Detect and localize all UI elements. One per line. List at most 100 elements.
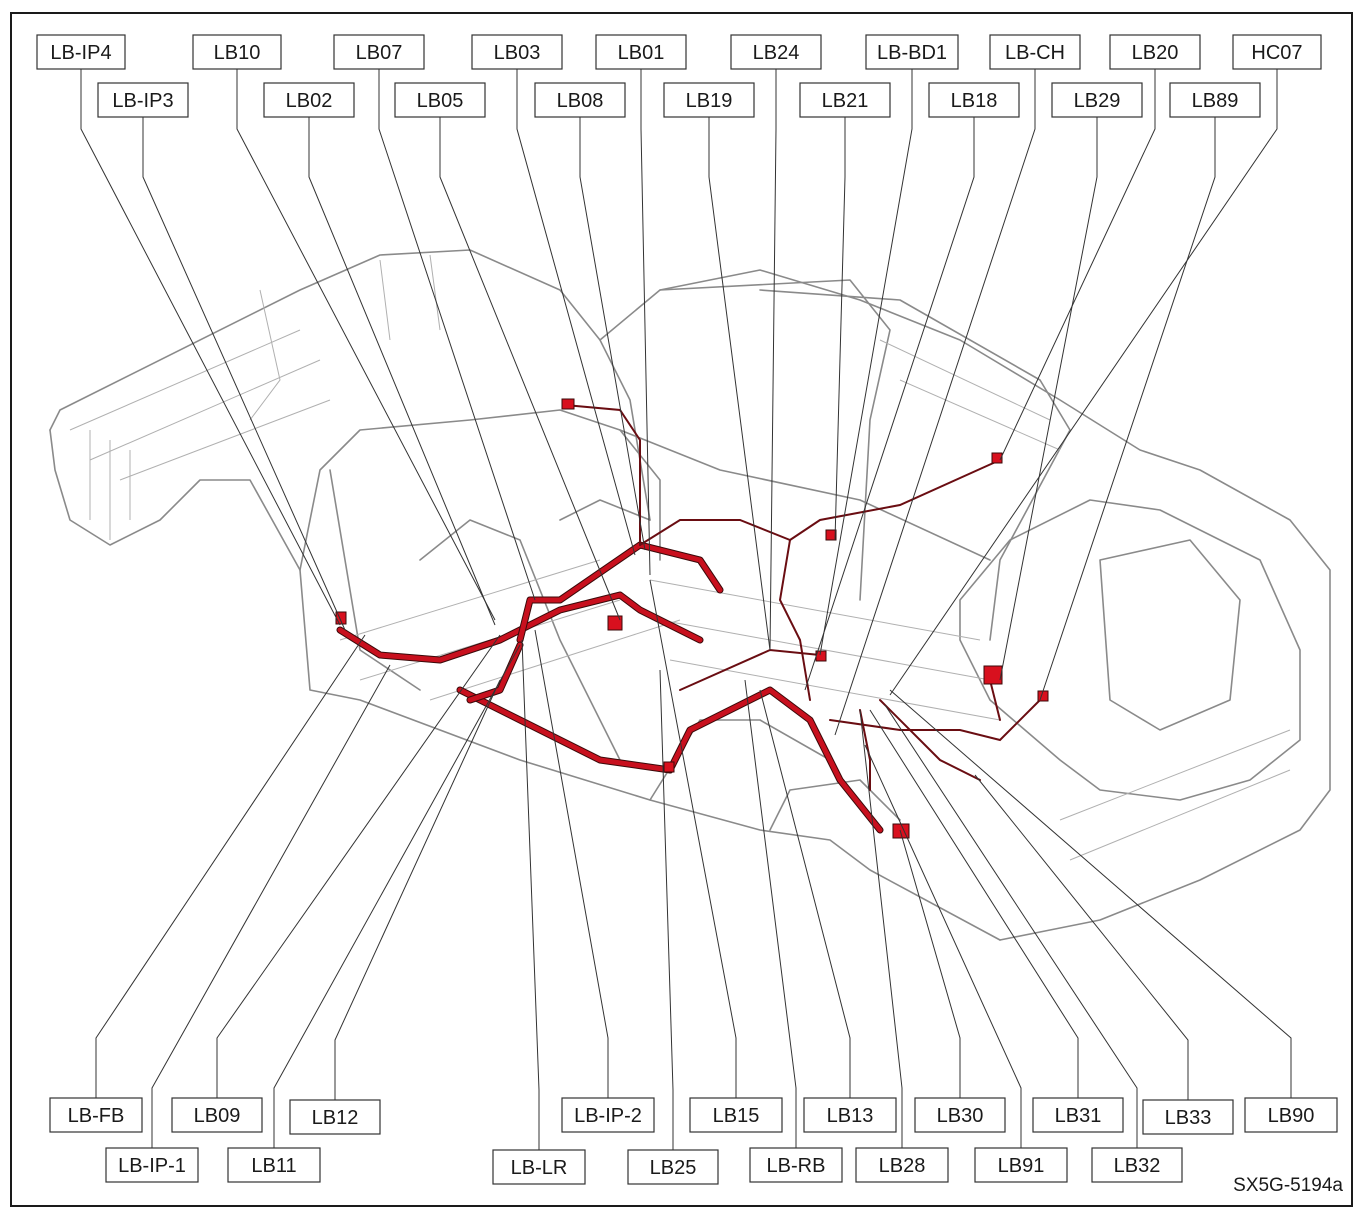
leader-line-lb03 [516, 69, 636, 556]
callout-label-lb24: LB24 [753, 42, 800, 64]
callout-label-lb01: LB01 [618, 42, 665, 64]
callout-box-lb02 [263, 82, 355, 118]
callout-box-lb21 [799, 82, 891, 118]
callout-box-lb-ip3 [97, 82, 189, 118]
leader-line-lb-fb [95, 634, 366, 1098]
leader-line-lb07 [378, 69, 536, 601]
leader-line-lb21 [834, 117, 846, 541]
leader-line-lb11 [273, 644, 521, 1148]
leader-line-lb19 [708, 117, 771, 651]
callout-box-lb-rb [749, 1147, 843, 1183]
callout-box-lb07 [333, 34, 425, 70]
callout-box-lb24 [730, 34, 822, 70]
leader-line-lb15 [649, 579, 737, 1098]
callout-box-lb-ip4 [36, 34, 126, 70]
leader-line-lb24 [769, 69, 777, 651]
callout-label-lb30: LB30 [937, 1105, 984, 1127]
callout-box-lb11 [227, 1147, 321, 1183]
callout-box-lb15 [689, 1097, 783, 1133]
callout-box-lb32 [1091, 1147, 1183, 1183]
callout-box-lb13 [803, 1097, 897, 1133]
callout-label-lb20: LB20 [1132, 42, 1179, 64]
callout-box-lb12 [289, 1099, 381, 1135]
callout-label-lb09: LB09 [194, 1105, 241, 1127]
callout-label-lb25: LB25 [650, 1157, 697, 1179]
wiring-harness [335, 398, 1049, 839]
leader-line-lb01 [640, 69, 651, 576]
callout-label-lb05: LB05 [417, 90, 464, 112]
callout-label-lb-ch: LB-CH [1005, 42, 1065, 64]
leader-line-lb13 [759, 689, 851, 1098]
callout-label-lb10: LB10 [214, 42, 261, 64]
callout-label-lb89: LB89 [1192, 90, 1239, 112]
leader-line-lb09 [216, 634, 501, 1098]
callout-label-lb08: LB08 [557, 90, 604, 112]
callout-box-lb03 [471, 34, 563, 70]
callout-label-lb29: LB29 [1074, 90, 1121, 112]
callout-label-lb28: LB28 [879, 1155, 926, 1177]
callout-box-lb19 [663, 82, 755, 118]
vehicle-body-outline [49, 249, 1331, 941]
leader-line-hc07 [889, 69, 1278, 696]
leader-line-lb02 [308, 117, 496, 626]
callout-box-lb05 [394, 82, 486, 118]
callout-label-lb02: LB02 [286, 90, 333, 112]
callout-label-hc07: HC07 [1251, 42, 1302, 64]
leader-line-lb28 [859, 709, 903, 1148]
callout-label-lb13: LB13 [827, 1105, 874, 1127]
leader-line-lb20 [999, 69, 1156, 461]
callout-box-lb-ip-1 [105, 1147, 199, 1183]
callout-label-lb11: LB11 [251, 1155, 296, 1177]
callout-box-lb-ip-2 [561, 1097, 655, 1133]
figure-code: SX5G-5194a [1233, 1175, 1343, 1196]
leader-line-lb32 [884, 704, 1138, 1148]
leader-line-lb91 [864, 744, 1022, 1148]
callout-box-lb09 [171, 1097, 263, 1133]
leader-line-lb08 [579, 117, 646, 551]
leader-line-lb-ch [834, 69, 1036, 736]
callout-box-lb-bd1 [865, 34, 959, 70]
callout-label-lb31: LB31 [1055, 1105, 1102, 1127]
diagram-frame [10, 12, 1353, 1207]
callout-label-lb32: LB32 [1114, 1155, 1161, 1177]
leader-line-lb25 [659, 669, 674, 1150]
leader-line-lb30 [899, 829, 961, 1098]
callout-label-lb-lr: LB-LR [511, 1157, 568, 1179]
callout-box-lb89 [1169, 82, 1261, 118]
leader-line-lb-ip4 [80, 69, 341, 626]
callout-label-lb-ip4: LB-IP4 [50, 42, 111, 64]
leader-line-lb-ip3 [142, 117, 346, 631]
leader-line-lb-ip-2 [534, 629, 609, 1098]
leader-line-lb-lr [521, 639, 540, 1150]
callout-box-lb31 [1032, 1097, 1124, 1133]
callout-box-lb29 [1051, 82, 1143, 118]
callout-box-lb01 [595, 34, 687, 70]
leader-line-lb89 [1039, 117, 1216, 701]
callout-box-hc07 [1232, 34, 1322, 70]
callout-box-lb-lr [492, 1149, 586, 1185]
leader-line-lb12 [334, 679, 501, 1100]
callout-label-lb-ip-1: LB-IP-1 [118, 1155, 186, 1177]
leader-line-lb05 [439, 117, 621, 621]
callout-layer: LB-IP4LB-IP3LB10LB02LB07LB05LB03LB08LB01… [36, 34, 1338, 1185]
leader-line-lb29 [999, 117, 1098, 681]
callout-label-lb07: LB07 [356, 42, 403, 64]
callout-label-lb-ip-2: LB-IP-2 [574, 1105, 642, 1127]
callout-box-lb20 [1109, 34, 1201, 70]
leader-line-lb-ip-1 [151, 664, 391, 1148]
callout-box-lb-fb [49, 1097, 143, 1133]
leader-line-lb-bd1 [819, 69, 913, 656]
callout-box-lb08 [534, 82, 626, 118]
callout-label-lb12: LB12 [312, 1107, 359, 1129]
leader-line-lb10 [236, 69, 496, 621]
leader-line-lb31 [869, 709, 1079, 1098]
callout-label-lb91: LB91 [998, 1155, 1045, 1177]
leader-line-lb33 [974, 774, 1189, 1100]
callout-label-lb33: LB33 [1165, 1107, 1212, 1129]
callout-box-lb33 [1142, 1099, 1234, 1135]
leader-line-lb90 [889, 689, 1292, 1098]
leader-line-lb-rb [744, 679, 797, 1148]
callout-label-lb90: LB90 [1268, 1105, 1315, 1127]
callout-box-lb28 [855, 1147, 949, 1183]
